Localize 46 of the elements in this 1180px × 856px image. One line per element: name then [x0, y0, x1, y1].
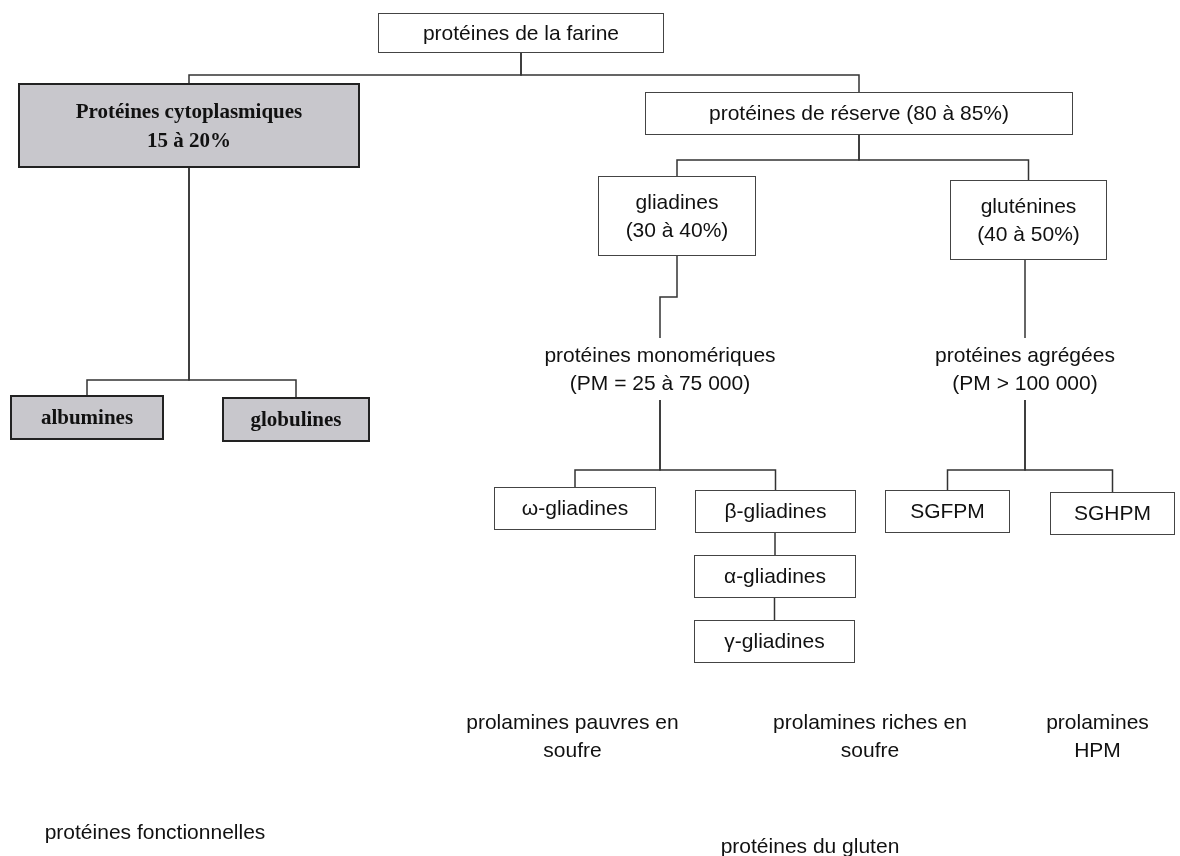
node-label: globulines: [250, 406, 342, 434]
shaded-box: [18, 83, 360, 168]
node-label: gliadines: [635, 188, 719, 215]
connector-line: [858, 134, 1030, 181]
node-label: protéines de la farine: [422, 19, 620, 46]
process-box: [645, 92, 1073, 135]
process-box: [1050, 492, 1175, 535]
node-label: α-gliadines: [724, 563, 826, 590]
process-box: [378, 13, 664, 53]
node-label: protéines de réserve (80 à 85%): [709, 100, 1009, 127]
shaded-box: [222, 397, 370, 442]
process-box: [694, 555, 856, 598]
connector-line: [659, 399, 777, 491]
node-label: SGFPM: [910, 498, 985, 525]
connector-line: [1024, 399, 1114, 493]
node-label: Protéines cytoplasmiques: [75, 98, 303, 126]
connector-line: [520, 52, 860, 93]
node-label: 15 à 20%: [147, 126, 231, 154]
process-box: [885, 490, 1010, 533]
process-box: [598, 176, 756, 256]
group-label: protéines fonctionnelles: [43, 819, 267, 845]
node-label: albumines: [40, 404, 134, 432]
connector-line: [774, 532, 776, 556]
connector-line: [659, 255, 678, 339]
node-label: (PM = 25 à 75 000): [569, 370, 751, 396]
node-label: protéines monomériques: [544, 341, 776, 368]
connector-line: [773, 597, 776, 621]
node-label: protéines agrégées: [935, 341, 1115, 368]
group-label: prolamines HPM: [1045, 709, 1150, 764]
group-label: prolamines pauvres en soufre: [465, 709, 680, 764]
connector-line: [188, 167, 297, 398]
node-label: (40 à 50%): [977, 221, 1080, 247]
group-label: prolamines riches en soufre: [772, 709, 968, 764]
node-label: γ-gliadines: [724, 628, 825, 655]
shaded-box: [10, 395, 164, 440]
process-box: [950, 180, 1107, 260]
process-box: [494, 487, 656, 530]
process-box: [694, 620, 855, 663]
connector-line: [1024, 259, 1026, 339]
node-label: (30 à 40%): [625, 217, 729, 243]
node-label: SGHPM: [1074, 500, 1151, 527]
process-box: [695, 490, 856, 533]
node-label: (PM > 100 000): [952, 370, 1098, 396]
node-label: ω-gliadines: [521, 495, 629, 522]
node-label: gluténines: [980, 192, 1077, 219]
node-label: β-gliadines: [724, 498, 827, 525]
